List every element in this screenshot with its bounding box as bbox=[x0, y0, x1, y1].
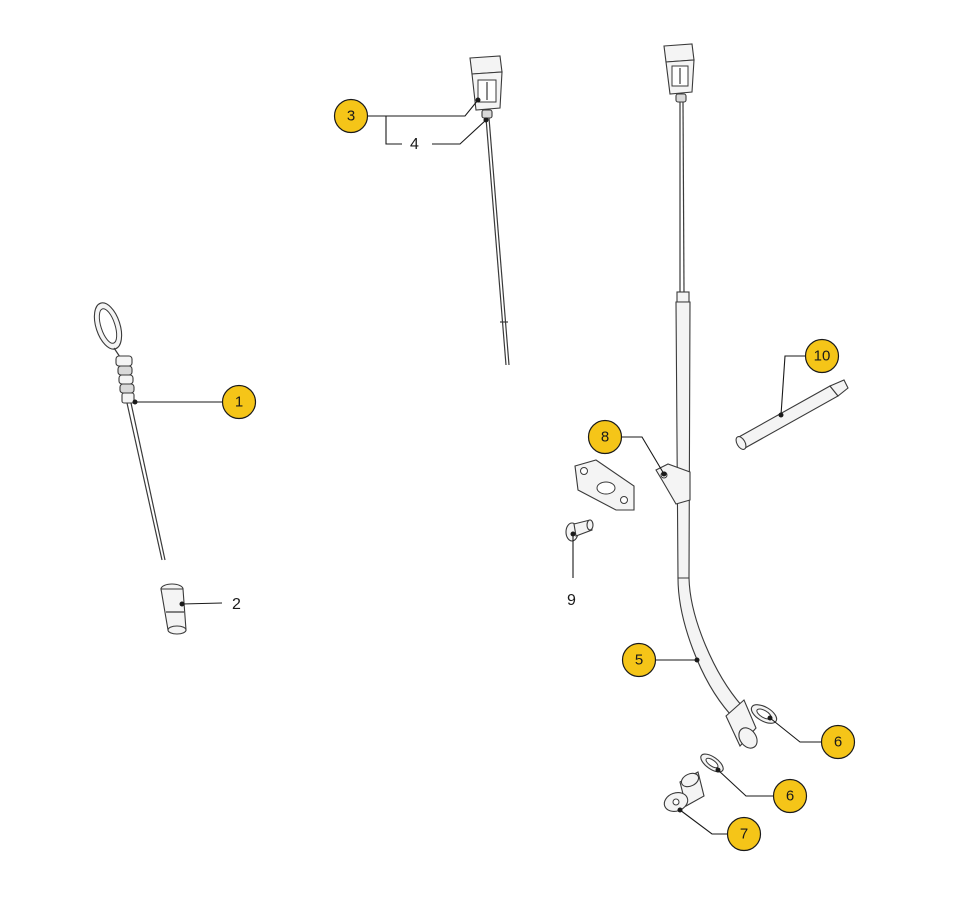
callout-badge-6-upper bbox=[820, 724, 856, 760]
washer-lower bbox=[700, 753, 724, 773]
callout-label-2: 2 bbox=[232, 596, 241, 613]
callout-badge-8 bbox=[587, 419, 623, 455]
callout-badge-10 bbox=[804, 338, 840, 374]
callout-5: 5 bbox=[621, 642, 700, 678]
callout-badge-1 bbox=[221, 384, 257, 420]
callout-label-1: 1 bbox=[235, 394, 243, 411]
callout-label-3: 3 bbox=[347, 108, 355, 125]
callout-label-9: 9 bbox=[567, 592, 576, 609]
callout-badge-7 bbox=[726, 816, 762, 852]
callout-6-upper: 6 bbox=[767, 715, 856, 760]
callout-label-4: 4 bbox=[410, 136, 419, 153]
bolt bbox=[565, 519, 594, 542]
dipstick-with-loop bbox=[93, 302, 166, 561]
callout-label-5: 5 bbox=[635, 652, 643, 669]
shaft-pin bbox=[735, 379, 849, 450]
callout-7: 7 bbox=[677, 807, 762, 852]
mounting-plate bbox=[574, 459, 635, 511]
dipstick-rect-handle bbox=[469, 55, 510, 366]
callout-1: 1 bbox=[132, 384, 257, 420]
tube-sleeve bbox=[160, 583, 187, 635]
callout-4: 4 bbox=[410, 117, 489, 153]
guide-tube-assembly bbox=[663, 43, 758, 749]
callout-label-6-upper: 6 bbox=[834, 734, 842, 751]
callout-10: 10 bbox=[778, 338, 840, 418]
callout-6-lower: 6 bbox=[715, 767, 808, 814]
callout-badge-5 bbox=[621, 642, 657, 678]
callout-badge-6-lower bbox=[772, 778, 808, 814]
callout-2: 2 bbox=[179, 596, 241, 613]
banjo-fitting bbox=[663, 771, 705, 812]
callout-label-10: 10 bbox=[814, 348, 831, 365]
callout-label-6-lower: 6 bbox=[786, 788, 794, 805]
callout-badge-3 bbox=[333, 98, 369, 134]
callout-label-8: 8 bbox=[601, 429, 609, 446]
callout-3: 3 bbox=[333, 97, 481, 145]
callout-8: 8 bbox=[587, 419, 667, 477]
callout-label-7: 7 bbox=[740, 826, 748, 843]
callout-9: 9 bbox=[567, 531, 576, 609]
